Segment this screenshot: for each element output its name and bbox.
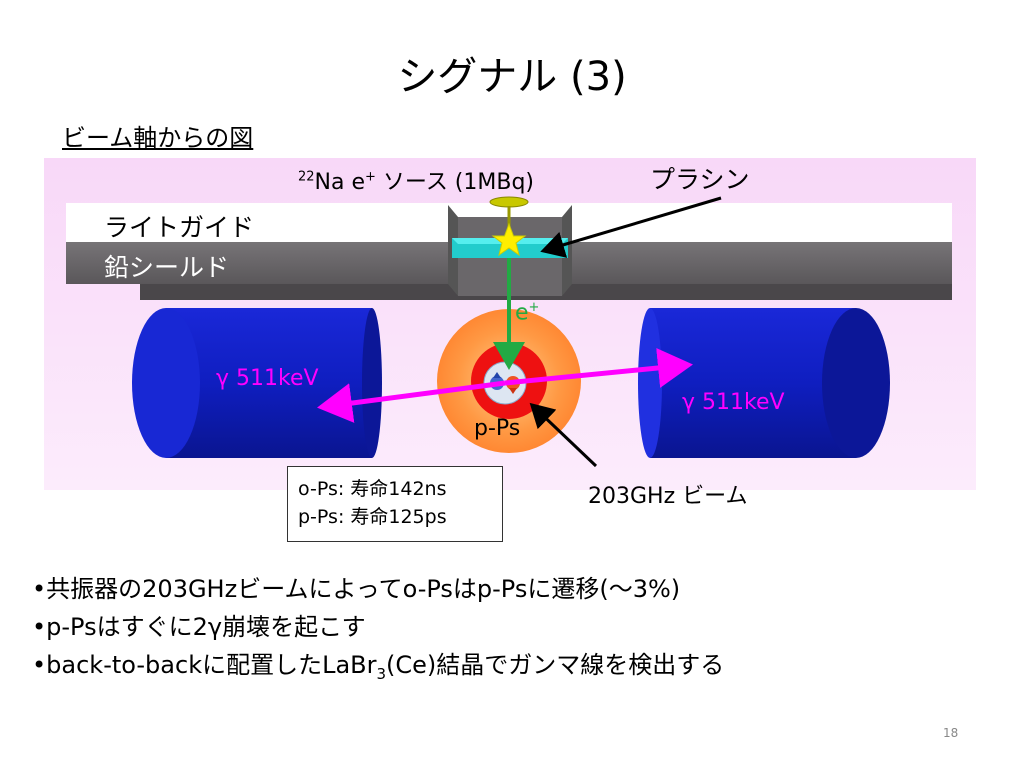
bullet-list: •共振器の203GHzビームによってo-Psはp-Psに遷移(〜3%) •p-P…	[32, 570, 724, 693]
lead-shield-label: 鉛シールド	[104, 253, 230, 282]
beam-axis-diagram	[44, 158, 976, 490]
page-number: 18	[943, 726, 959, 740]
lifetime-ops: o-Ps: 寿命142ns	[298, 478, 447, 500]
lifetime-box: o-Ps: 寿命142ns p-Ps: 寿命125ps	[287, 466, 503, 542]
lifetime-pps: p-Ps: 寿命125ps	[298, 506, 447, 528]
source-label: 22Na e+ ソース (1MBq)	[298, 169, 535, 195]
right-detector	[638, 308, 890, 458]
figure-subtitle: ビーム軸からの図	[62, 124, 254, 152]
bullet-item: •p-Psはすぐに2γ崩壊を起こす	[32, 613, 366, 641]
source-star-icon	[491, 222, 527, 257]
bullet-item: •共振器の203GHzビームによってo-Psはp-Psに遷移(〜3%)	[32, 575, 681, 603]
pps-label: p-Ps	[474, 416, 521, 441]
beam-pointer-arrow	[529, 402, 598, 468]
spin-down-icon	[509, 388, 517, 394]
positron-label: e+	[515, 300, 540, 326]
plastic-pointer-arrow	[540, 196, 722, 258]
gamma-arrow-right	[504, 348, 693, 388]
slide-title: シグナル (3)	[397, 54, 627, 100]
gamma-left-label: γ 511keV	[216, 366, 319, 391]
beam-label: 203GHz ビーム	[588, 484, 748, 509]
source-disc	[489, 196, 529, 208]
spin-up-icon	[493, 372, 501, 378]
gamma-arrow-left	[317, 380, 506, 423]
bullet-item: •back-to-backに配置したLaBr3(Ce)結晶でガンマ線を検出する	[32, 651, 725, 683]
left-detector	[132, 308, 382, 458]
plastic-label: プラシン	[650, 165, 750, 194]
light-guide-label: ライトガイド	[104, 213, 255, 242]
gamma-right-label: γ 511keV	[682, 390, 785, 415]
